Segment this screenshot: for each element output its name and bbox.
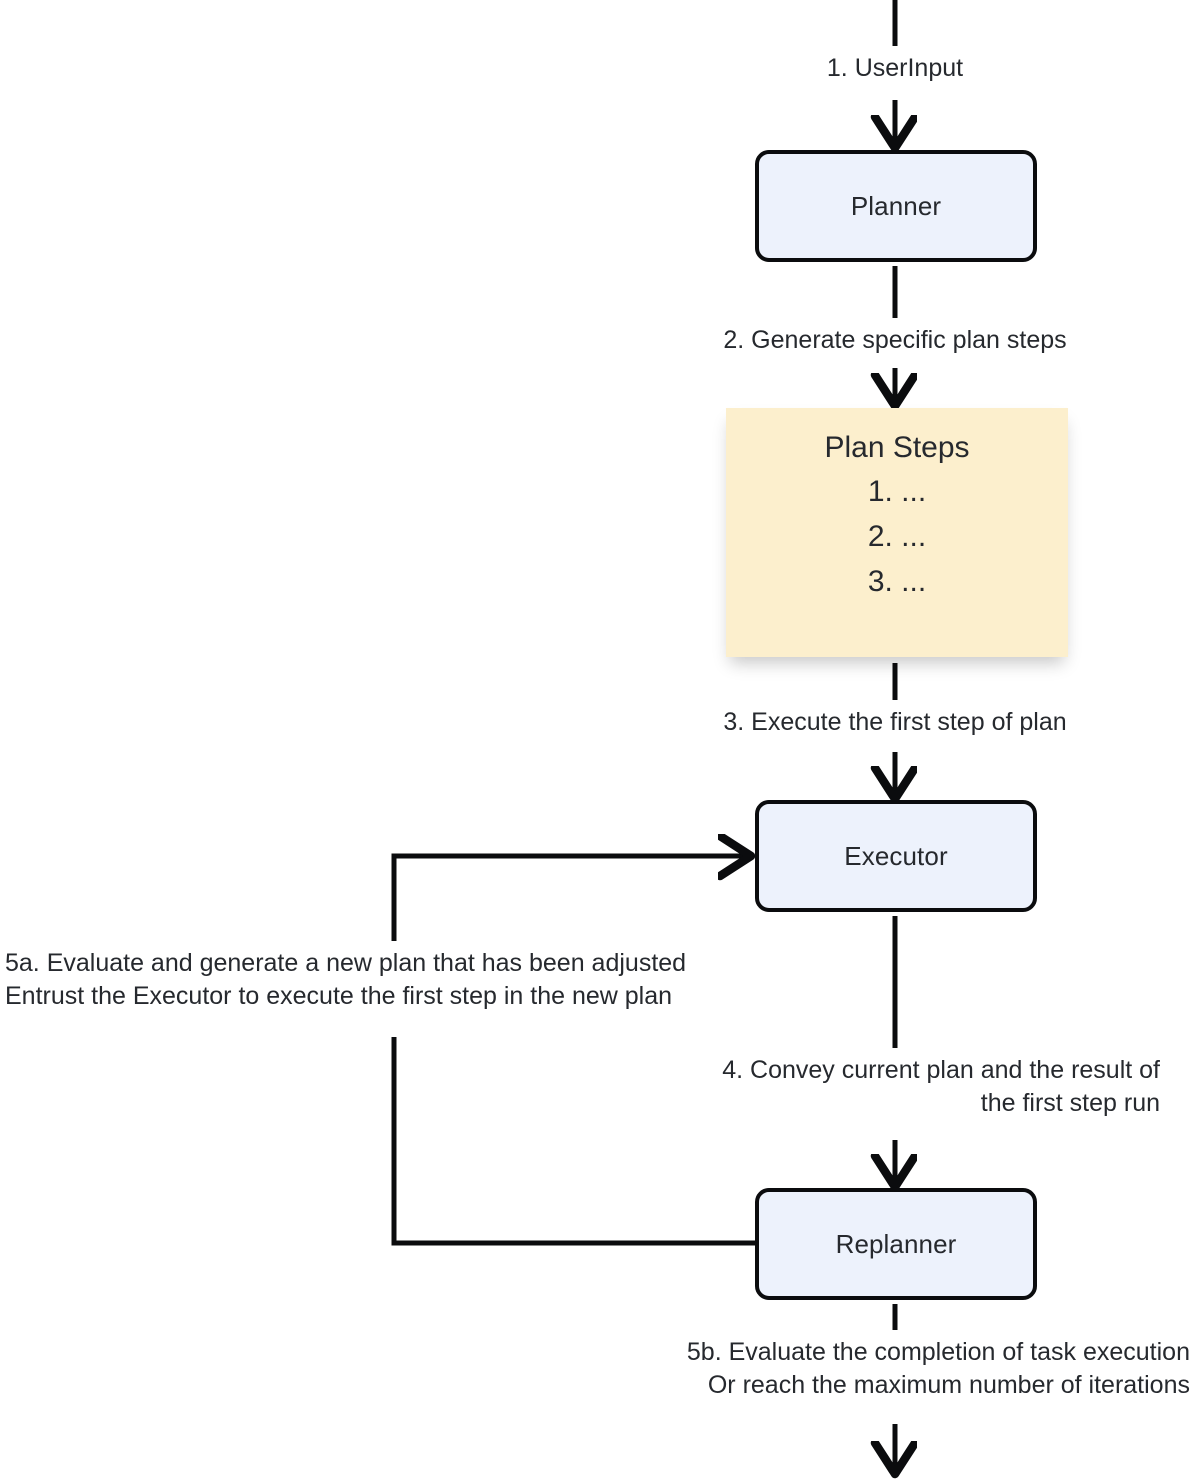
edge-replan-loop-upper	[391, 856, 745, 941]
node-planner[interactable]: Planner	[755, 150, 1037, 262]
edge-label-execute-first: 3. Execute the first step of plan	[723, 708, 1067, 736]
node-executor-label: Executor	[844, 840, 948, 871]
edge-label-replan-loop: 5a. Evaluate and generate a new plan tha…	[5, 949, 687, 1010]
plan-steps-title: Plan Steps	[824, 431, 970, 464]
node-executor[interactable]: Executor	[755, 800, 1037, 912]
edge-label-convey-result: 4. Convey current plan and the result of…	[722, 1056, 1160, 1117]
node-replanner-label: Replanner	[835, 1228, 957, 1259]
edge-label-user-input: 1. UserInput	[826, 54, 964, 82]
node-plan-steps[interactable]: Plan Steps 1. ... 2. ... 3. ...	[726, 408, 1068, 657]
plan-steps-item: 1. ...	[867, 475, 927, 509]
node-replanner[interactable]: Replanner	[755, 1188, 1037, 1300]
plan-steps-item: 3. ...	[867, 565, 927, 599]
edge-label-finish: 5b. Evaluate the completion of task exec…	[686, 1338, 1190, 1399]
node-planner-label: Planner	[850, 190, 942, 221]
edge-label-generate-plan: 2. Generate specific plan steps	[723, 326, 1067, 354]
plan-steps-item: 2. ...	[867, 520, 927, 554]
